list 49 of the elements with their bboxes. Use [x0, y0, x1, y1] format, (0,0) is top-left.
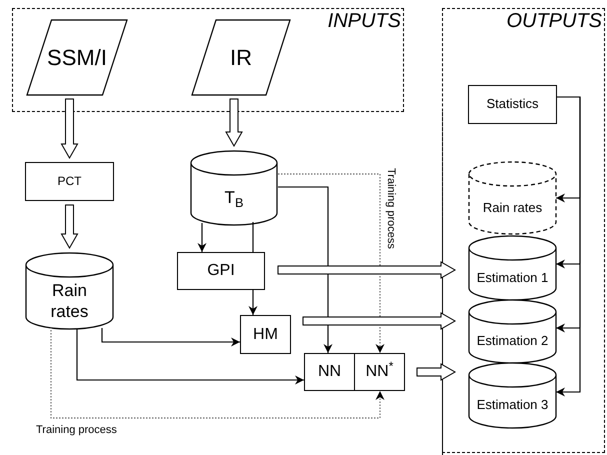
database-cylinder — [468, 362, 557, 429]
arrow — [556, 96, 581, 396]
node-label: NN — [318, 362, 342, 382]
database-cylinder — [25, 252, 114, 330]
data-parallelogram — [191, 19, 291, 96]
process-box — [468, 85, 557, 124]
node-label: Estimation 2 — [476, 333, 548, 350]
edge-label: Training process — [36, 424, 117, 436]
block-arrow — [278, 261, 456, 279]
database-cylinder — [468, 299, 557, 364]
arrow — [101, 328, 240, 346]
dotted-arrow — [278, 174, 384, 354]
process-box — [177, 252, 265, 290]
node-label: Estimation 3 — [476, 397, 548, 414]
dashed-group-box — [12, 8, 404, 112]
node-label: IR — [230, 44, 252, 72]
block-arrow — [60, 98, 78, 159]
node-label: GPI — [207, 261, 235, 281]
group-heading: OUTPUTS — [506, 11, 602, 31]
database-cylinder — [190, 150, 278, 226]
database-cylinder — [468, 235, 557, 301]
process-box — [240, 315, 291, 354]
group-heading: INPUTS — [328, 11, 401, 31]
process-box — [25, 162, 114, 201]
arrow — [278, 186, 332, 353]
node-label: PCT — [58, 174, 82, 189]
node-label: T$_{B}$ — [224, 187, 244, 209]
node-label: NN$^{*}$ — [366, 362, 394, 382]
node-label: Rain rates — [482, 200, 542, 216]
block-arrow — [60, 204, 78, 249]
block-arrow — [302, 312, 456, 330]
edge-label: Training process — [385, 168, 397, 249]
node-label: SSM/I — [47, 44, 107, 72]
arrow — [198, 223, 206, 252]
process-box — [304, 353, 355, 391]
arrow — [76, 329, 304, 384]
dashed-group-box — [442, 8, 605, 453]
arrow — [248, 290, 258, 315]
dotted-arrow — [50, 326, 384, 418]
node-label: Rain rates — [50, 280, 90, 322]
node-label: HM — [253, 324, 278, 344]
node-label: Estimation 1 — [476, 270, 548, 286]
connector-line — [252, 222, 254, 252]
process-box — [354, 353, 405, 391]
data-parallelogram — [26, 19, 128, 96]
node-label: Statistics — [486, 96, 538, 113]
database-cylinder — [468, 161, 557, 235]
block-arrow — [416, 363, 456, 381]
block-arrow — [225, 98, 243, 147]
